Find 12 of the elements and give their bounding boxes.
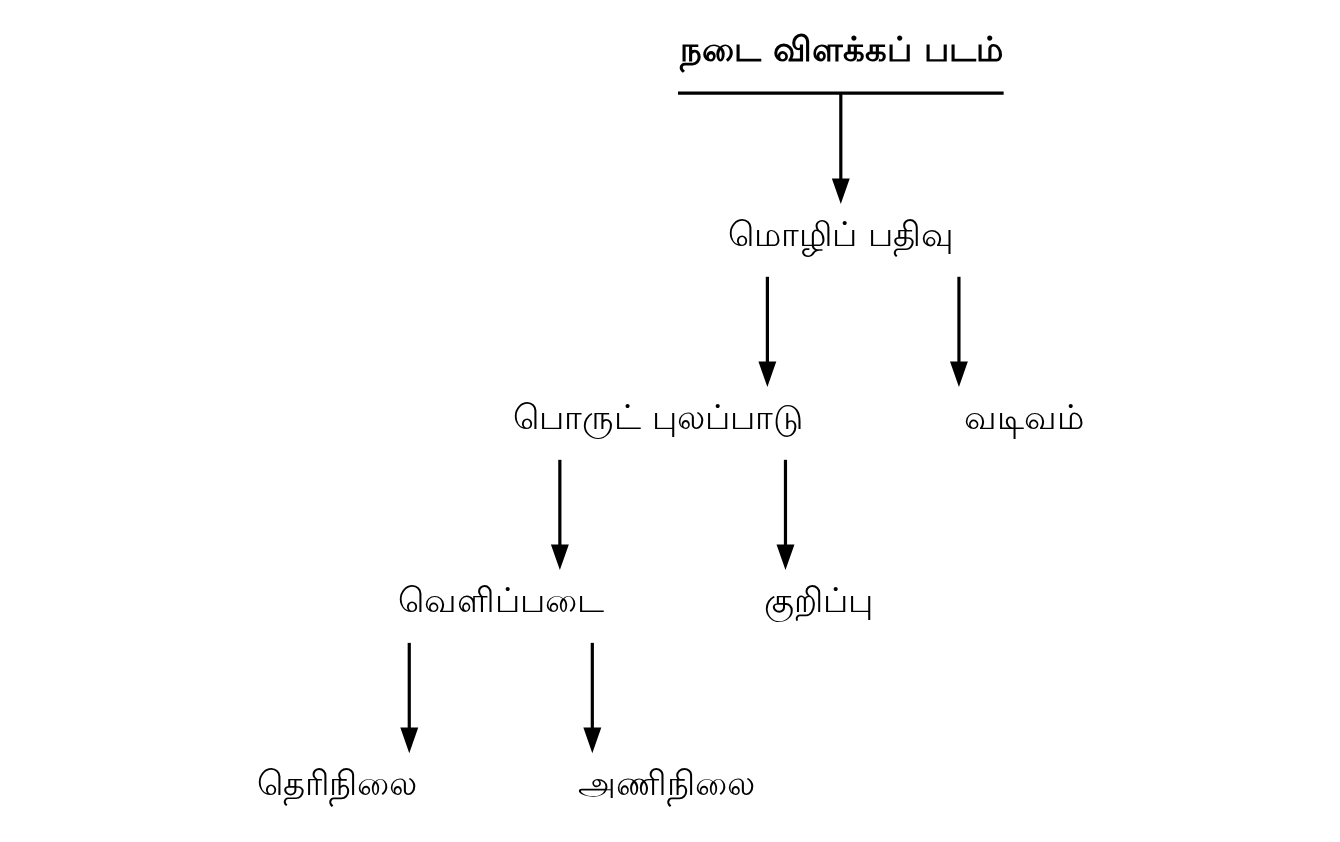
arrow bbox=[758, 276, 777, 388]
arrow bbox=[550, 459, 569, 571]
node-text: வெளிப்படை bbox=[398, 580, 605, 621]
node-text: பொருட் புலப்பாடு bbox=[513, 397, 803, 438]
node-text: குறிப்பு bbox=[764, 580, 874, 621]
arrow bbox=[400, 642, 419, 754]
arrow bbox=[950, 276, 968, 388]
node-text: வடிவம் bbox=[964, 397, 1085, 438]
arrow bbox=[583, 642, 602, 754]
node-text: மொழிப் பதிவு bbox=[728, 214, 954, 255]
arrow bbox=[831, 93, 850, 204]
arrow bbox=[776, 459, 795, 571]
